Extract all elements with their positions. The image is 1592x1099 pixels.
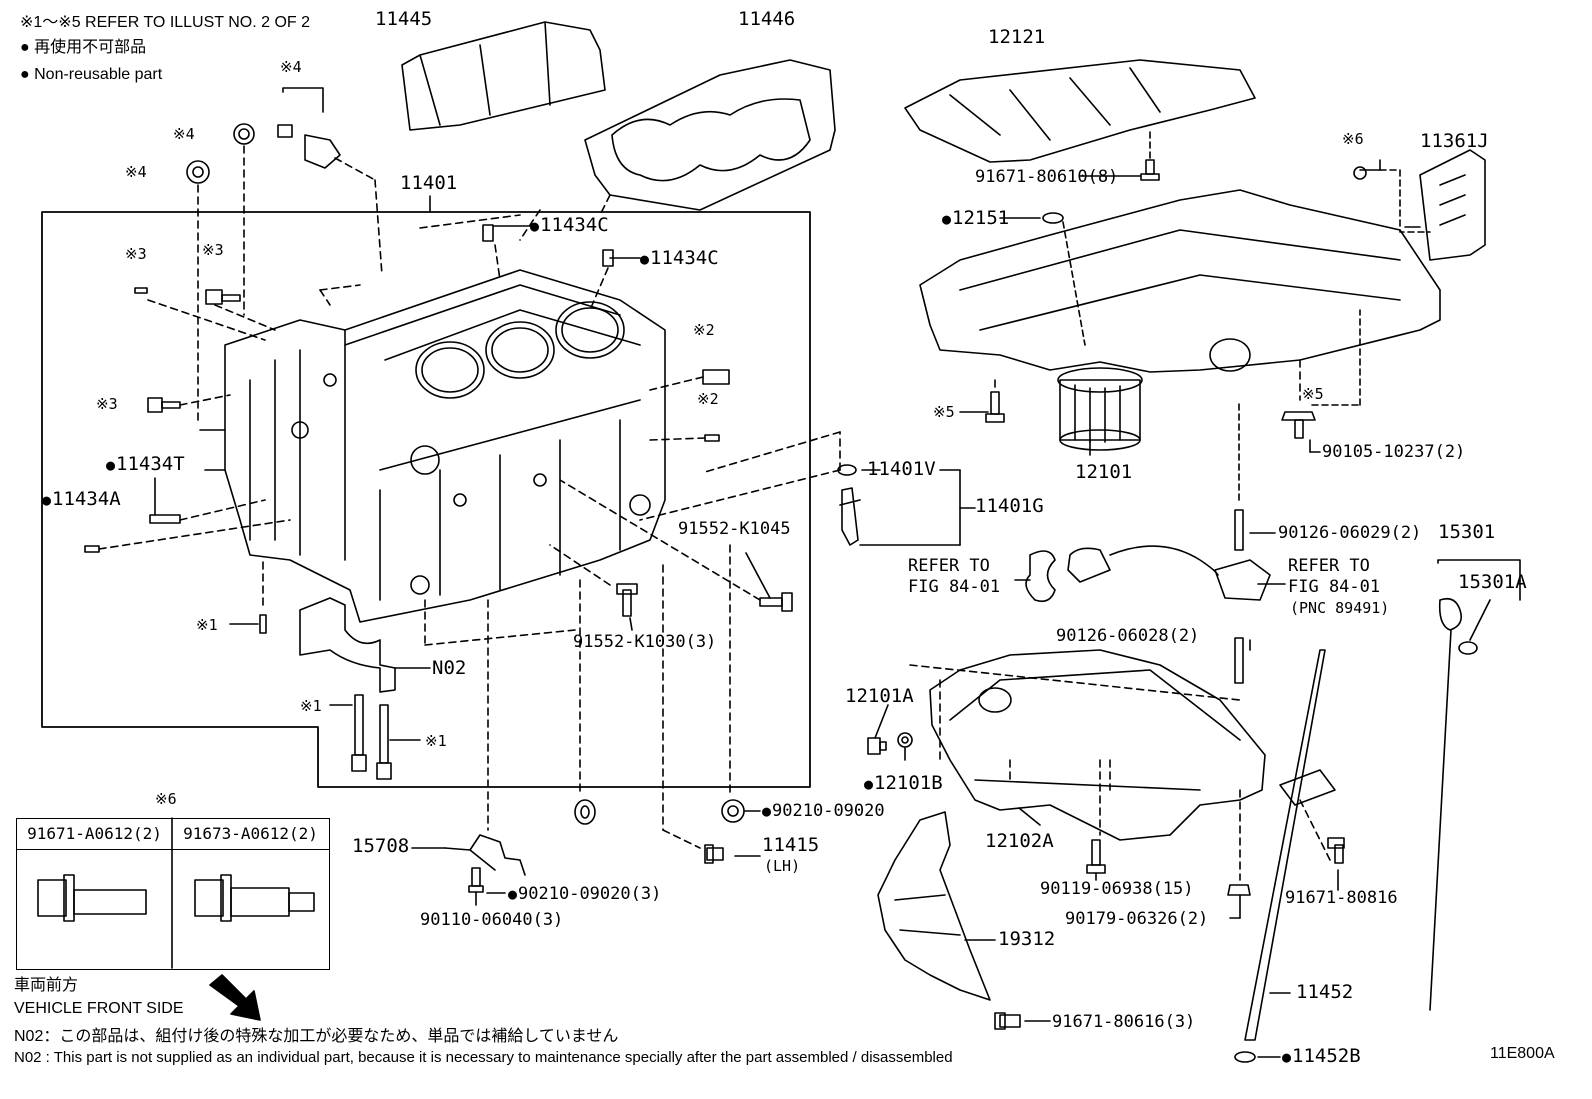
legend-jp: ● 再使用不可部品	[20, 39, 147, 56]
label-90210-09020-3[interactable]: 90210-09020(3)	[508, 885, 661, 903]
label-12101A[interactable]: 12101A	[845, 685, 914, 707]
label-90210-09020[interactable]: 90210-09020	[762, 802, 885, 820]
dipstick-guide-drawing	[1244, 649, 1326, 1041]
label-15708[interactable]: 15708	[352, 835, 410, 857]
mark-1-bolt-a: ※1	[300, 697, 322, 715]
label-11434T[interactable]: 11434T	[106, 455, 185, 474]
plate-11361J-drawing	[1419, 149, 1486, 261]
front-side-en: VEHICLE FRONT SIDE	[14, 1000, 184, 1017]
mark-2-low: ※2	[697, 390, 719, 408]
leader-dashes	[98, 145, 1331, 881]
refer-outline	[1025, 550, 1056, 603]
mark-3-mid: ※3	[202, 241, 224, 259]
label-91671-80610[interactable]: 91671-80610(8)	[975, 167, 1119, 187]
mark-6-top: ※6	[1342, 130, 1364, 148]
plate-12121-drawing	[904, 59, 1256, 163]
front-arrow-icon	[209, 974, 261, 1021]
front-side-jp: 車両前方	[14, 977, 79, 994]
label-19312[interactable]: 19312	[998, 928, 1056, 950]
mark-2-top: ※2	[693, 321, 715, 339]
refer-fig-left-line1[interactable]: REFER TO	[908, 556, 990, 576]
label-90110-06040[interactable]: 90110-06040(3)	[420, 910, 564, 930]
mark-4-top: ※4	[280, 58, 302, 76]
n02-note-en: N02 : This part is not supplied as an in…	[14, 1049, 953, 1066]
label-11401[interactable]: 11401	[400, 172, 458, 194]
bearing-cap-drawing	[299, 597, 396, 693]
label-11361J[interactable]: 11361J	[1420, 130, 1489, 152]
label-90179-06326[interactable]: 90179-06326(2)	[1065, 909, 1209, 929]
n02-note-jp: N02：この部品は、組付け後の特殊な加工が必要なため、単品では補給していません	[14, 1028, 619, 1045]
label-12101[interactable]: 12101	[1075, 461, 1133, 483]
label-11434C-upper[interactable]: 11434C	[530, 216, 609, 235]
label-12101B[interactable]: 12101B	[864, 774, 943, 793]
label-12151[interactable]: 12151	[942, 209, 1009, 228]
label-11452[interactable]: 11452	[1296, 981, 1354, 1003]
label-11452B[interactable]: 11452B	[1282, 1047, 1361, 1066]
label-90126-06029[interactable]: 90126-06029(2)	[1278, 523, 1422, 543]
label-90119-06938[interactable]: 90119-06938(15)	[1040, 879, 1194, 899]
label-11446[interactable]: 11446	[738, 8, 796, 30]
mark-1-bolt-b: ※1	[425, 732, 447, 750]
label-91552-K1045[interactable]: 91552-K1045	[678, 519, 791, 539]
mark-5-right: ※5	[1302, 385, 1324, 403]
dipstick-gauge-drawing	[1429, 597, 1463, 1011]
label-11401V[interactable]: 11401V	[867, 458, 936, 480]
label-lh: (LH)	[764, 857, 801, 875]
label-11434C-lower[interactable]: 11434C	[640, 249, 719, 268]
mark-3-left: ※3	[125, 245, 147, 263]
mark-4-mid: ※4	[173, 125, 195, 143]
illustration-code: 11E800A	[1490, 1045, 1555, 1062]
refer-fig-left-line2[interactable]: FIG 84-01	[908, 577, 1001, 597]
label-15301A[interactable]: 15301A	[1458, 571, 1527, 593]
baffle-19312-drawing	[877, 811, 991, 1001]
bolt-table: 91671-A0612(2) 91673-A0612(2)	[16, 818, 330, 970]
refer-note: ※1～※5 REFER TO ILLUST NO. 2 OF 2	[20, 14, 311, 31]
table-bolts-drawing	[37, 817, 315, 969]
refer-fig-right-line1[interactable]: REFER TO	[1288, 556, 1370, 576]
label-15301[interactable]: 15301	[1438, 521, 1496, 543]
label-12102A[interactable]: 12102A	[985, 830, 1054, 852]
refer-fig-right-line2[interactable]: FIG 84-01	[1288, 577, 1381, 597]
nozzle-15708-drawing	[444, 834, 526, 876]
label-11434A[interactable]: 11434A	[42, 490, 121, 509]
leader-lines	[154, 159, 1521, 1058]
cylinder-block-drawing	[199, 269, 666, 623]
label-91671-80616[interactable]: 91671-80616(3)	[1052, 1012, 1196, 1032]
label-11445[interactable]: 11445	[375, 8, 433, 30]
block-group-bracket	[41, 211, 811, 788]
label-91552-K1030[interactable]: 91552-K1030(3)	[573, 632, 717, 652]
label-12121[interactable]: 12121	[988, 26, 1046, 48]
mark-5-left: ※5	[933, 403, 955, 421]
oil-pan-upper-drawing	[919, 189, 1441, 373]
label-N02[interactable]: N02	[432, 657, 467, 679]
main-bolts-drawing	[351, 694, 392, 780]
label-90105-10237[interactable]: 90105-10237(2)	[1322, 442, 1466, 462]
table-mark: ※6	[155, 790, 177, 808]
mark-4-low: ※4	[125, 163, 147, 181]
baffle-11445-drawing	[401, 21, 606, 131]
sensor-11401G-drawing	[839, 487, 861, 546]
pnc-label: (PNC 89491)	[1290, 599, 1390, 617]
legend-en: ● Non-reusable part	[20, 66, 163, 83]
table-col1-header[interactable]: 91671-A0612(2)	[17, 819, 172, 850]
stiffener-11446-drawing	[584, 59, 836, 211]
label-11415[interactable]: 11415	[762, 834, 820, 856]
mark-3-low: ※3	[96, 395, 118, 413]
table-col2-header[interactable]: 91673-A0612(2)	[172, 819, 329, 850]
mark-1-left: ※1	[196, 616, 218, 634]
label-91671-80816[interactable]: 91671-80816	[1285, 888, 1398, 908]
label-90126-06028[interactable]: 90126-06028(2)	[1056, 626, 1200, 646]
oil-pan-lower-drawing	[929, 649, 1266, 841]
label-11401G[interactable]: 11401G	[975, 495, 1044, 517]
